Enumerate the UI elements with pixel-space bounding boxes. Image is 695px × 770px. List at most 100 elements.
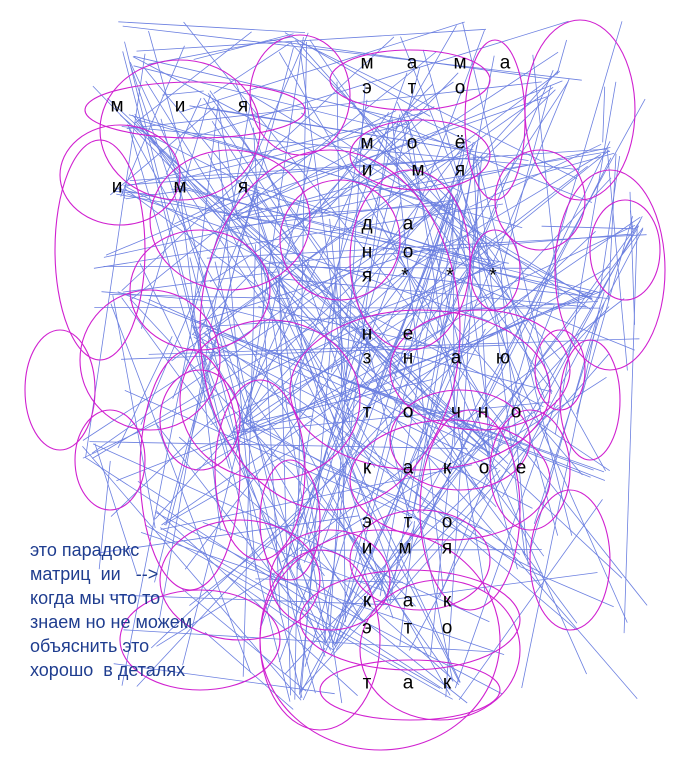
web-line <box>299 549 542 551</box>
web-line <box>430 155 483 656</box>
web-ellipse <box>159 519 321 641</box>
web-line <box>116 193 509 264</box>
web-line <box>121 344 505 360</box>
web-line <box>193 33 294 60</box>
letter-tak-1: а <box>402 672 414 694</box>
web-line <box>532 54 560 299</box>
letter-znayu-3: ю <box>495 347 511 369</box>
web-line <box>602 86 606 143</box>
letter-imya-2-0: и <box>111 176 123 198</box>
web-line <box>253 191 578 624</box>
web-line <box>113 663 335 695</box>
web-line <box>155 423 327 644</box>
letter-moyo-2: ё <box>454 132 466 154</box>
web-line <box>129 61 188 187</box>
web-line <box>194 327 445 472</box>
web-line <box>124 158 467 186</box>
web-ellipse <box>529 489 611 631</box>
letter-da-0: д <box>361 213 373 235</box>
letter-tochno-2: ч <box>451 401 461 423</box>
web-ellipse <box>389 309 571 431</box>
web-ellipse <box>79 289 221 431</box>
letter-ne-1: е <box>402 323 414 345</box>
web-ellipse <box>419 409 521 611</box>
web-line <box>607 153 617 301</box>
web-line <box>161 293 495 526</box>
web-line <box>252 195 394 619</box>
web-line <box>507 225 640 453</box>
web-line <box>124 188 493 460</box>
web-line <box>469 143 602 208</box>
letter-tak-2: к <box>442 672 452 694</box>
web-line <box>342 262 506 324</box>
web-line <box>295 566 468 704</box>
letter-ya-stars-0: я <box>361 265 373 287</box>
web-line <box>239 165 588 437</box>
web-line <box>160 464 473 530</box>
web-ellipse <box>349 169 471 351</box>
web-ellipse <box>24 329 96 451</box>
web-line <box>103 265 531 269</box>
web-line <box>269 39 551 80</box>
web-line <box>218 107 238 219</box>
letter-eto-1-0: э <box>362 77 372 99</box>
web-line <box>392 253 583 476</box>
web-ellipse <box>259 459 321 581</box>
web-line <box>148 30 190 176</box>
web-line <box>117 336 173 449</box>
web-line <box>134 113 376 468</box>
web-line <box>173 186 600 293</box>
web-line <box>374 561 451 696</box>
letter-imya-2-2: я <box>237 176 249 198</box>
web-line <box>267 269 356 437</box>
web-line <box>541 225 636 230</box>
letter-imya-3-1: м <box>398 537 412 559</box>
web-line <box>126 81 542 129</box>
web-line <box>284 32 431 117</box>
letter-eto-2-1: т <box>403 511 413 533</box>
web-line <box>171 70 561 362</box>
web-ellipse <box>524 19 636 201</box>
web-line <box>301 647 326 692</box>
letter-tochno-3: н <box>477 401 489 423</box>
web-line <box>92 85 497 508</box>
web-line <box>129 298 416 607</box>
web-line <box>172 192 259 399</box>
web-line <box>123 629 495 653</box>
caption-line: хорошо в деталях <box>30 660 186 680</box>
web-line <box>178 436 460 685</box>
web-line <box>140 32 309 425</box>
web-line <box>253 127 281 616</box>
letter-ya-stars-2: * <box>446 265 454 287</box>
letter-kakoe-0: к <box>362 457 372 479</box>
web-line <box>405 110 606 472</box>
web-ellipse <box>489 409 571 531</box>
web-line <box>200 290 597 453</box>
web-ellipse <box>74 409 146 511</box>
letter-ya-stars-1: * <box>401 265 409 287</box>
web-line <box>125 189 189 200</box>
web-line <box>623 224 638 634</box>
web-line <box>160 527 441 689</box>
letter-mama-1: а <box>406 52 418 74</box>
web-line <box>519 566 614 608</box>
web-line <box>598 156 621 300</box>
web-line <box>458 499 603 701</box>
letter-tak-0: т <box>362 672 372 694</box>
letter-eto-3-1: т <box>403 617 413 639</box>
web-ellipse <box>159 369 241 471</box>
letter-da-1: а <box>402 213 414 235</box>
web-line <box>122 271 277 293</box>
letter-kakoe-1: а <box>402 457 414 479</box>
web-line <box>454 399 557 689</box>
web-line <box>122 51 214 400</box>
web-line <box>209 51 559 283</box>
web-line <box>163 266 611 526</box>
web-line <box>297 118 424 227</box>
letter-ne-0: н <box>361 323 373 345</box>
web-ellipse <box>469 229 521 311</box>
web-line <box>213 41 293 94</box>
web-line <box>465 142 476 159</box>
letter-eto-2-0: э <box>362 511 372 533</box>
